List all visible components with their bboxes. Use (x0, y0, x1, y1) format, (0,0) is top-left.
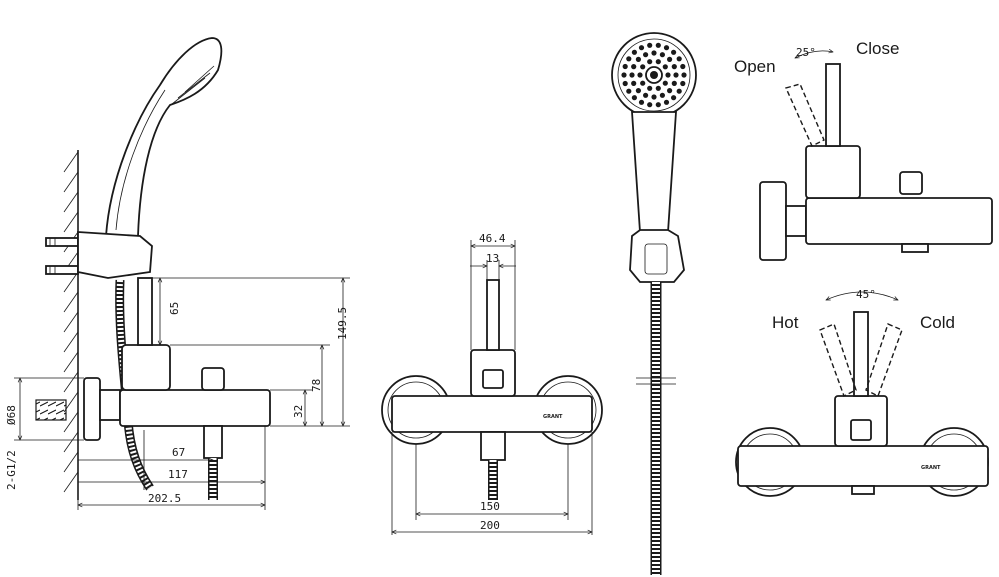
wall-anchors (45, 237, 79, 275)
nozzle (662, 80, 668, 86)
shower-nozzles (621, 42, 687, 108)
nozzle (621, 72, 627, 78)
nozzle (671, 49, 677, 55)
nozzle (671, 64, 677, 70)
side-dimension-lines (14, 278, 350, 510)
nozzle (635, 56, 642, 63)
hand-shower-front (611, 32, 697, 575)
nozzle (655, 59, 661, 65)
nozzle (635, 88, 642, 94)
lever-open-position (785, 83, 825, 147)
nozzle (629, 72, 635, 78)
dim-149-5: 149.5 (336, 307, 349, 340)
lever-center-position (853, 311, 869, 397)
hotcold-brand-mark: GRANT (921, 465, 941, 471)
front-lever (486, 279, 500, 351)
nozzle (667, 88, 673, 94)
dim-32: 32 (292, 405, 305, 418)
angle-25-label: 25° (796, 46, 816, 59)
lever-hot-position (819, 323, 857, 397)
dim-diameter-68: Ø68 (5, 405, 18, 425)
dim-78: 78 (310, 379, 323, 392)
nozzle (662, 64, 668, 70)
nozzle (640, 80, 646, 86)
front-dimension-lines (392, 240, 592, 535)
nozzle (663, 99, 670, 105)
nozzle (647, 59, 653, 65)
front-brand-mark: GRANT (543, 414, 563, 420)
nozzle (647, 42, 653, 48)
dim-46-4: 46.4 (479, 232, 506, 245)
mixer-side-body (35, 277, 271, 459)
dim-202-5: 202.5 (148, 492, 181, 505)
hot-label: Hot (772, 313, 799, 332)
dim-67: 67 (172, 446, 185, 459)
nozzle (665, 72, 671, 78)
lever-open-close-view: 25° Open Close (734, 39, 993, 261)
nozzle (631, 95, 638, 101)
nozzle (671, 95, 677, 101)
front-view: GRANT 46.4 13 150 200 (381, 232, 603, 535)
nozzle (655, 102, 661, 108)
nozzle (676, 56, 682, 62)
lever-cold-position (865, 323, 903, 397)
nozzle (638, 45, 645, 51)
shower-holder (77, 231, 153, 279)
nozzle (655, 42, 661, 48)
nozzle (631, 64, 637, 70)
nozzle (667, 56, 673, 63)
lever-hot-cold-view: GRANT 45° Hot Cold (735, 288, 989, 497)
nozzle (631, 49, 638, 55)
dim-13: 13 (486, 252, 499, 265)
side-view: Ø68 2-G1/2 65 149.5 78 32 67 117 202.5 (5, 37, 350, 510)
nozzle (640, 64, 646, 70)
dim-200: 200 (480, 519, 500, 532)
close-label: Close (856, 39, 899, 58)
nozzle (643, 92, 649, 98)
cold-label: Cold (920, 313, 955, 332)
nozzle (631, 80, 637, 86)
nozzle (680, 63, 686, 70)
wall-hatching (63, 151, 79, 493)
dim-150: 150 (480, 500, 500, 513)
front-shower-holder (629, 229, 685, 283)
nozzle (673, 72, 679, 78)
lever-closed-position (825, 63, 841, 147)
nozzle (626, 88, 632, 94)
nozzle (659, 52, 666, 58)
nozzle (638, 99, 645, 105)
nozzle (622, 63, 628, 70)
nozzle (647, 102, 653, 108)
nozzle (676, 88, 682, 94)
nozzle (655, 85, 661, 91)
hand-shower-side (105, 37, 223, 237)
nozzle (622, 80, 628, 87)
nozzle (651, 94, 657, 100)
angle-45-label: 45° (856, 288, 876, 301)
nozzle (680, 80, 686, 87)
nozzle (671, 80, 677, 86)
nozzle (681, 72, 687, 78)
nozzle (626, 56, 632, 62)
nozzle (643, 52, 649, 58)
open-label: Open (734, 57, 776, 76)
nozzle (659, 92, 666, 98)
dim-117: 117 (168, 468, 188, 481)
nozzle (637, 72, 643, 78)
nozzle (663, 45, 670, 51)
dim-65: 65 (168, 302, 181, 315)
dim-thread-g12: 2-G1/2 (5, 450, 18, 490)
nozzle (651, 50, 657, 56)
nozzle (647, 85, 653, 91)
